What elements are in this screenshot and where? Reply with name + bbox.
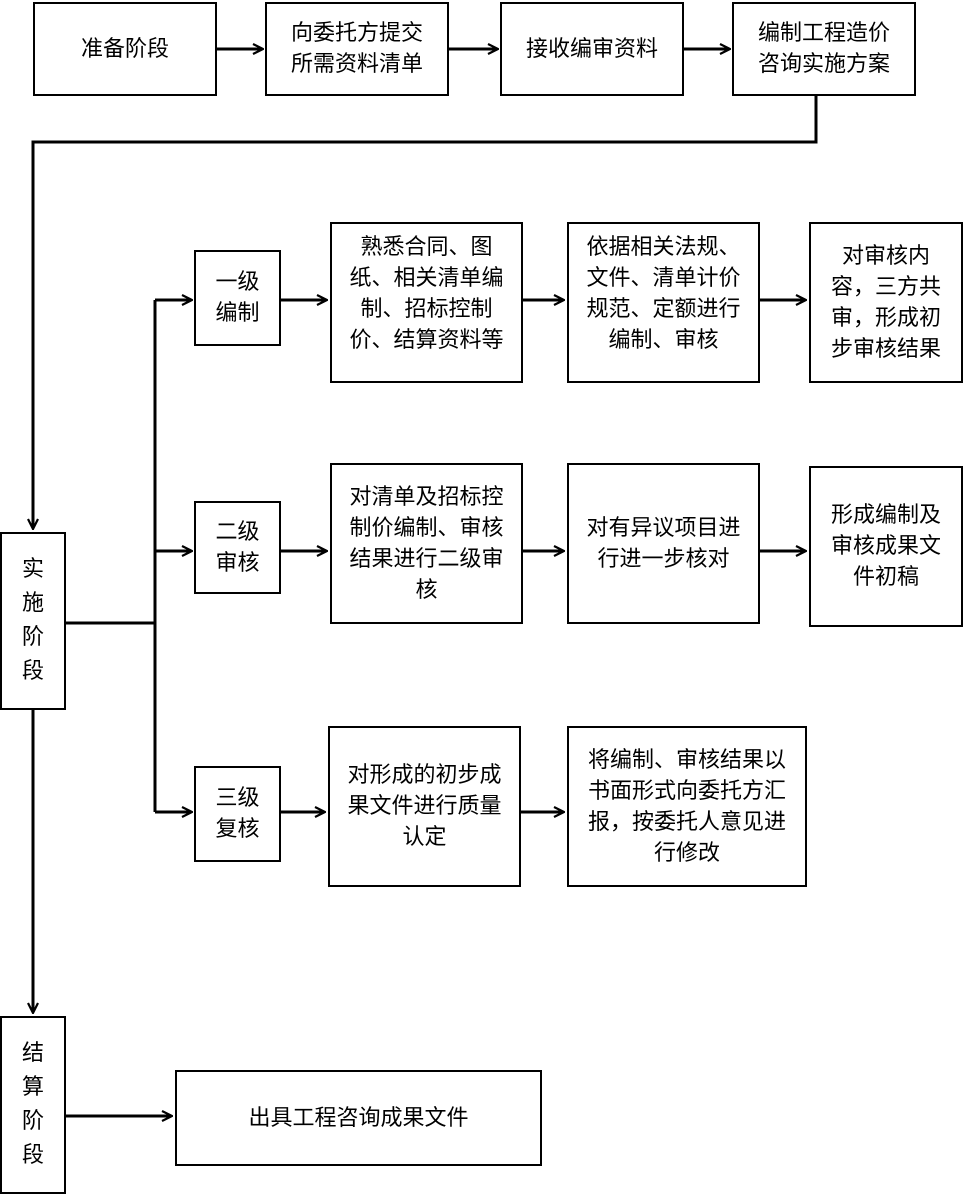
- level2-label: 二级审核: [215, 519, 260, 576]
- level1-step1-box: 熟悉合同、图纸、相关清单编制、招标控制价、结算资料等: [330, 222, 523, 383]
- level3-step2-text: 将编制、审核结果以书面形式向委托方汇报，按委托人意见进行修改: [587, 747, 786, 866]
- level2-step1-text: 对清单及招标控制价编制、审核结果进行二级审核: [349, 484, 504, 603]
- output-label: 出具工程咨询成果文件: [248, 1105, 469, 1131]
- level3-step1-text: 对形成的初步成果文件进行质量认定: [347, 763, 502, 850]
- settle-stage-label: 结算阶段: [21, 1041, 44, 1168]
- output-box: 出具工程咨询成果文件: [175, 1070, 542, 1166]
- impl-stage-box: 实施阶段: [0, 532, 66, 710]
- impl-stage-label: 实施阶段: [21, 557, 44, 684]
- level2-label-box: 二级审核: [194, 501, 281, 594]
- receive-materials-label: 接收编审资料: [525, 36, 658, 62]
- submit-list-box: 向委托方提交所需资料清单: [265, 2, 449, 96]
- level3-step2-box: 将编制、审核结果以书面形式向委托方汇报，按委托人意见进行修改: [567, 726, 807, 887]
- prep-stage-label: 准备阶段: [80, 36, 169, 62]
- level2-step3-text: 形成编制及审核成果文件初稿: [830, 503, 941, 590]
- level1-step3-box: 对审核内容，三方共审，形成初步审核结果: [809, 222, 963, 383]
- level1-label: 一级编制: [215, 270, 260, 326]
- submit-list-label: 向委托方提交所需资料清单: [290, 21, 423, 77]
- receive-materials-box: 接收编审资料: [500, 2, 684, 96]
- arrow-plan-to-impl: [33, 96, 818, 528]
- level1-step1-text: 熟悉合同、图纸、相关清单编制、招标控制价、结算资料等: [349, 235, 504, 353]
- level3-step1-box: 对形成的初步成果文件进行质量认定: [328, 726, 521, 887]
- settle-stage-box: 结算阶段: [0, 1016, 66, 1194]
- level3-label-box: 三级复核: [194, 766, 281, 862]
- implementation-plan-box: 编制工程造价咨询实施方案: [732, 2, 916, 96]
- implementation-plan-label: 编制工程造价咨询实施方案: [757, 21, 890, 77]
- level1-label-box: 一级编制: [194, 250, 281, 346]
- level1-step2-text: 依据相关法规、文件、清单计价规范、定额进行编制、审核: [586, 235, 741, 353]
- level2-step2-box: 对有异议项目进行进一步核对: [567, 463, 760, 624]
- level2-step1-box: 对清单及招标控制价编制、审核结果进行二级审核: [330, 463, 523, 624]
- level1-step3-text: 对审核内容，三方共审，形成初步审核结果: [830, 243, 941, 362]
- level2-step2-text: 对有异议项目进行进一步核对: [586, 515, 741, 572]
- prep-stage-box: 准备阶段: [33, 2, 217, 96]
- level3-label: 三级复核: [215, 786, 260, 842]
- level1-step2-box: 依据相关法规、文件、清单计价规范、定额进行编制、审核: [567, 222, 760, 383]
- level2-step3-box: 形成编制及审核成果文件初稿: [809, 466, 963, 627]
